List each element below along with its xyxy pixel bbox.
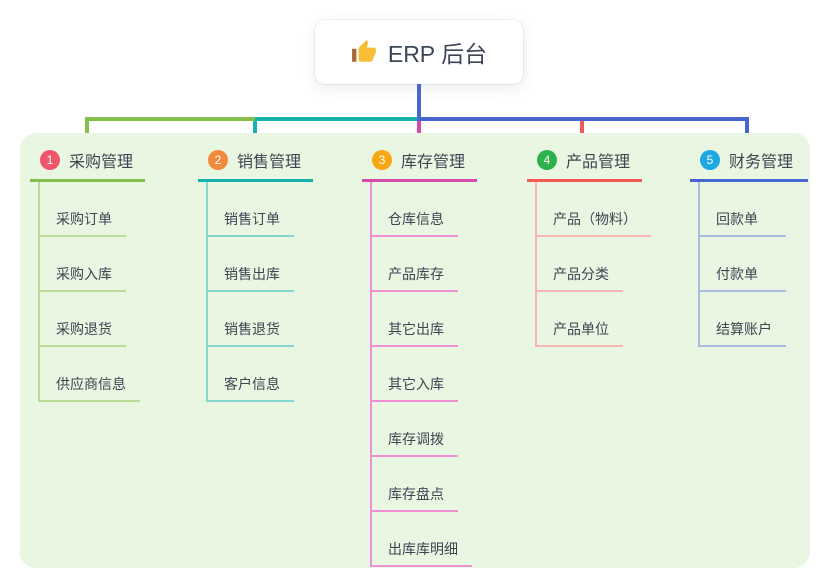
branch-header-inventory[interactable]: 3 库存管理 — [362, 145, 477, 182]
branch-item-label: 采购订单 — [56, 211, 112, 227]
connector-segment — [85, 117, 255, 121]
branch-header-purchase[interactable]: 1 采购管理 — [30, 145, 145, 182]
branch-item[interactable]: 销售出库 — [208, 237, 294, 292]
branch-item-label: 其它出库 — [388, 321, 444, 337]
branch-item-label: 产品单位 — [553, 321, 609, 337]
branches-panel — [20, 133, 810, 568]
branch-item[interactable]: 库存调拨 — [372, 402, 458, 457]
branch-items-sales: 销售订单销售出库销售退货客户信息 — [206, 182, 313, 402]
connector-segment — [417, 84, 421, 121]
branch-item-label: 产品库存 — [388, 266, 444, 282]
branch-item-label: 产品分类 — [553, 266, 609, 282]
branch-item-label: 销售订单 — [224, 211, 280, 227]
branch-item-label: 库存盘点 — [388, 486, 444, 502]
branch-item[interactable]: 采购入库 — [40, 237, 126, 292]
branch-item[interactable]: 客户信息 — [208, 347, 294, 402]
branch-item[interactable]: 库存盘点 — [372, 457, 458, 512]
branch-item[interactable]: 产品（物料） — [537, 182, 651, 237]
branch-item-label: 回款单 — [716, 211, 758, 227]
branch-purchase: 1 采购管理采购订单采购入库采购退货供应商信息 — [30, 145, 145, 402]
branch-item[interactable]: 供应商信息 — [40, 347, 140, 402]
branch-item-label: 客户信息 — [224, 376, 280, 392]
branch-number-badge: 1 — [40, 150, 60, 170]
branch-item[interactable]: 其它入库 — [372, 347, 458, 402]
branch-item[interactable]: 仓库信息 — [372, 182, 458, 237]
connector-segment — [419, 117, 749, 121]
branch-item[interactable]: 产品单位 — [537, 292, 623, 347]
branch-item[interactable]: 结算账户 — [700, 292, 786, 347]
branch-label: 财务管理 — [729, 154, 794, 171]
branch-item[interactable]: 采购退货 — [40, 292, 126, 347]
branch-label: 产品管理 — [566, 154, 631, 171]
branch-sales: 2 销售管理销售订单销售出库销售退货客户信息 — [198, 145, 313, 402]
branch-item[interactable]: 产品分类 — [537, 237, 623, 292]
branch-item[interactable]: 采购订单 — [40, 182, 126, 237]
branch-label: 采购管理 — [69, 154, 134, 171]
branch-items-purchase: 采购订单采购入库采购退货供应商信息 — [38, 182, 145, 402]
connector-segment — [580, 117, 584, 148]
branch-item-label: 采购退货 — [56, 321, 112, 337]
branch-number-badge: 2 — [208, 150, 228, 170]
branch-product: 4 产品管理产品（物料） 产品分类产品单位 — [527, 145, 651, 347]
branch-items-inventory: 仓库信息产品库存其它出库其它入库库存调拨库存盘点出库库明细 — [370, 182, 477, 567]
branch-label: 销售管理 — [237, 154, 302, 171]
branch-items-finance: 回款单付款单结算账户 — [698, 182, 808, 347]
branch-item[interactable]: 回款单 — [700, 182, 786, 237]
branch-item-label: 出库库明细 — [388, 541, 458, 557]
branch-header-sales[interactable]: 2 销售管理 — [198, 145, 313, 182]
connector-segment — [253, 117, 257, 148]
branch-item[interactable]: 产品库存 — [372, 237, 458, 292]
branch-item[interactable]: 其它出库 — [372, 292, 458, 347]
branch-number-badge: 3 — [372, 150, 392, 170]
branch-number-badge: 4 — [537, 150, 557, 170]
branch-item[interactable]: 出库库明细 — [372, 512, 472, 567]
branch-item-label: 销售出库 — [224, 266, 280, 282]
branch-item-label: 其它入库 — [388, 376, 444, 392]
connector-segment — [745, 117, 749, 148]
branch-label: 库存管理 — [401, 154, 466, 171]
branch-item[interactable]: 销售订单 — [208, 182, 294, 237]
thumbs-up-icon — [351, 39, 377, 65]
branch-item-label: 供应商信息 — [56, 376, 126, 392]
branch-header-product[interactable]: 4 产品管理 — [527, 145, 642, 182]
connector-segment — [255, 117, 419, 121]
branch-item-label: 仓库信息 — [388, 211, 444, 227]
branch-item-label: 采购入库 — [56, 266, 112, 282]
branch-item[interactable]: 销售退货 — [208, 292, 294, 347]
branch-item-label: 付款单 — [716, 266, 758, 282]
branch-items-product: 产品（物料） 产品分类产品单位 — [535, 182, 651, 347]
connector-segment — [85, 117, 89, 148]
branch-number-badge: 5 — [700, 150, 720, 170]
branch-item-label: 库存调拨 — [388, 431, 444, 447]
connector-segment — [417, 117, 421, 148]
branch-item-label: 销售退货 — [224, 321, 280, 337]
root-label: ERP 后台 — [387, 41, 488, 67]
branch-item[interactable]: 付款单 — [700, 237, 786, 292]
branch-finance: 5 财务管理回款单付款单结算账户 — [690, 145, 808, 347]
branch-item-label: 结算账户 — [716, 321, 772, 337]
root-node-erp[interactable]: ERP 后台 — [315, 20, 523, 84]
branch-item-label: 产品（物料） — [553, 211, 637, 227]
branch-inventory: 3 库存管理仓库信息产品库存其它出库其它入库库存调拨库存盘点出库库明细 — [362, 145, 477, 567]
branch-header-finance[interactable]: 5 财务管理 — [690, 145, 808, 182]
